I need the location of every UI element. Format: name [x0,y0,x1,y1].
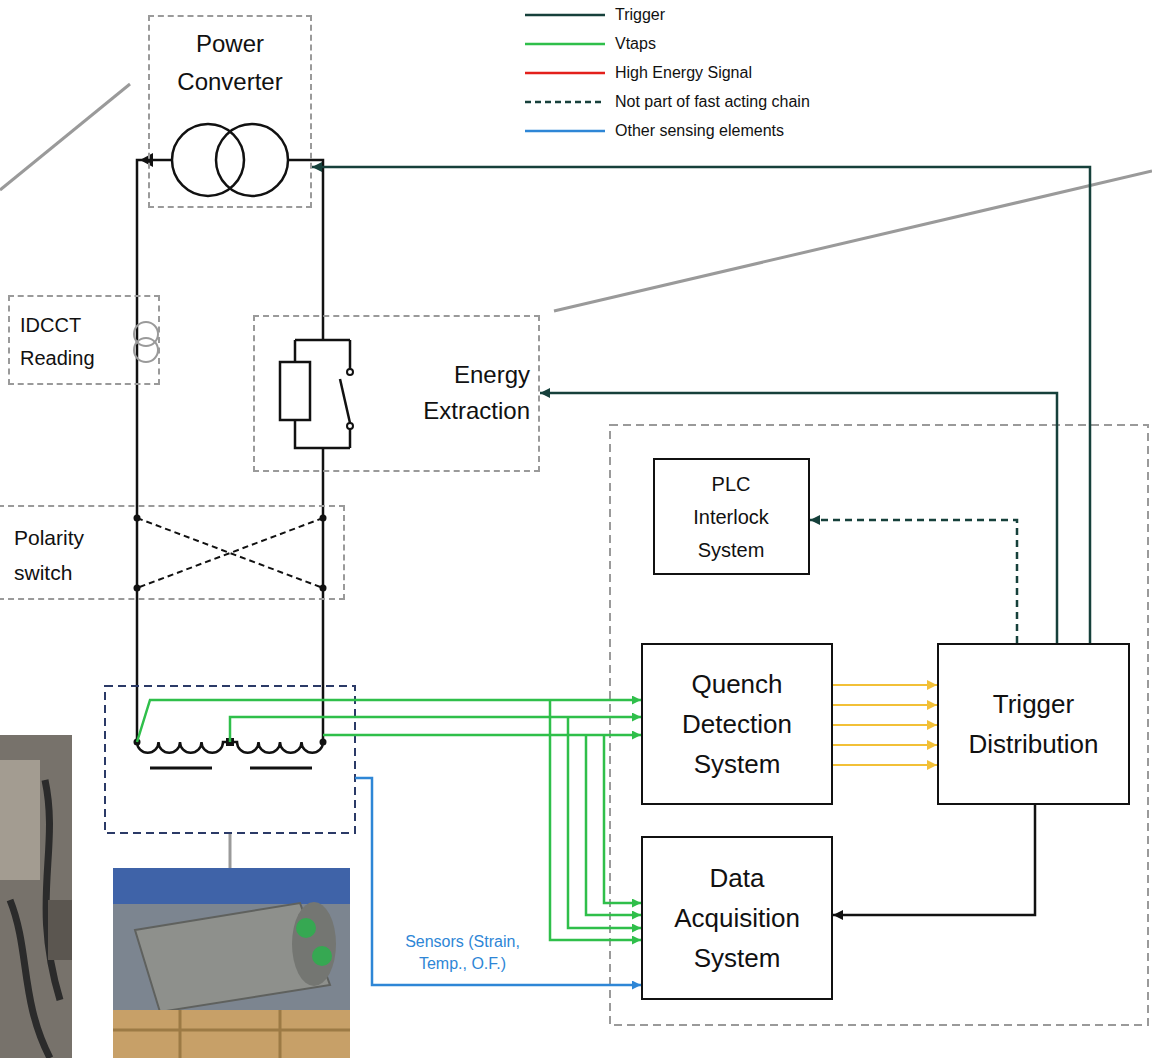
legend-text: Vtaps [615,34,656,54]
interlock-connector [810,520,1017,643]
polarity-switch-box: Polarity switch [0,505,345,600]
legend-sample [525,14,605,17]
trigger-connector [540,393,1057,643]
acquisition-box: Data Acquisition System [641,836,833,1000]
node-label: Trigger Distribution [946,684,1121,764]
resistor-symbol [280,362,310,420]
trigger-connector [833,724,937,726]
legend-row: Vtaps [615,34,656,54]
vtap-wire [137,700,641,742]
magnet-frame [105,686,355,833]
switch-blade [340,379,350,423]
legend-row: Trigger [615,5,665,25]
trigger-connector [833,744,937,746]
sensor-wire [355,778,641,985]
current-reading-box: IDCCT Reading [8,295,160,385]
node-label: Quench Detection System [657,664,817,784]
vtap-wire [604,735,641,903]
vtap-wire [323,734,641,737]
photo-panel [0,760,40,880]
current-arrow [140,153,153,167]
photo-pallet [113,1010,350,1058]
trigger-connector [833,764,937,766]
power-wire [137,160,172,742]
vtap-wire [230,717,641,742]
magnet-end [292,902,336,986]
legend-text: Other sensing elements [615,121,784,141]
control-enclosure [610,425,1148,1025]
pallet-plank [113,1010,350,1058]
node-label: IDCCT Reading [20,309,120,375]
node-label: Energy Extraction [383,357,530,429]
photo-background [113,868,350,1058]
energy-extraction-box: Energy Extraction [253,315,540,472]
magnet-bore [312,946,332,966]
power-wire [288,160,323,340]
detection-box: Quench Detection System [641,643,833,805]
trigger-box: Trigger Distribution [937,643,1130,805]
current-transducer [134,338,158,362]
trigger-connector [833,684,937,686]
switch-contact [347,369,353,375]
power-converter-box: Power Converter [148,15,312,208]
vtap-wire [550,700,641,940]
terminal-dot [320,739,327,746]
magnet-bore [296,918,316,938]
polarity-cross [137,518,323,588]
trigger-connector [833,704,937,706]
junction-dot [320,585,327,592]
leader-line [0,84,130,190]
node-label: Polarity switch [14,520,104,590]
label-anchor: Sensors (Strain, Temp., O.F.) [385,931,540,975]
legend-row: Other sensing elements [615,121,784,141]
legend-sample [525,101,605,104]
trigger-connector [312,167,1090,643]
interlock-box: PLC Interlock System [653,458,810,575]
legend-row: Not part of fast acting chain [615,92,810,112]
leader-line [229,833,232,868]
junction-dot [134,585,141,592]
sensor-label: Sensors (Strain, Temp., O.F.) [385,931,540,975]
legend-text: Not part of fast acting chain [615,92,810,112]
vtap-wire [568,717,641,928]
trigger-connector [833,805,1035,915]
legend-sample [525,72,605,75]
legend-text: High Energy Signal [615,63,752,83]
legend-row: High Energy Signal [615,63,752,83]
switch-contact [347,423,353,429]
legend-sample [525,130,605,133]
leader-line [554,171,1152,311]
power-wire [295,340,350,742]
node-label: Power Converter [155,25,305,101]
photo-frame [113,868,350,904]
coil-core [150,767,312,770]
junction-dot [134,515,141,522]
photo-background [0,735,72,1058]
legend-text: Trigger [615,5,665,25]
power-wire [295,340,350,362]
junction-dot [320,515,327,522]
transformer-coil [216,124,288,196]
transformer-coil [172,124,244,196]
photo-part [48,900,72,960]
node-label: PLC Interlock System [681,468,781,567]
vtap-wire [586,735,641,915]
legend-sample [525,43,605,46]
node-label: Data Acquisition System [657,858,817,978]
